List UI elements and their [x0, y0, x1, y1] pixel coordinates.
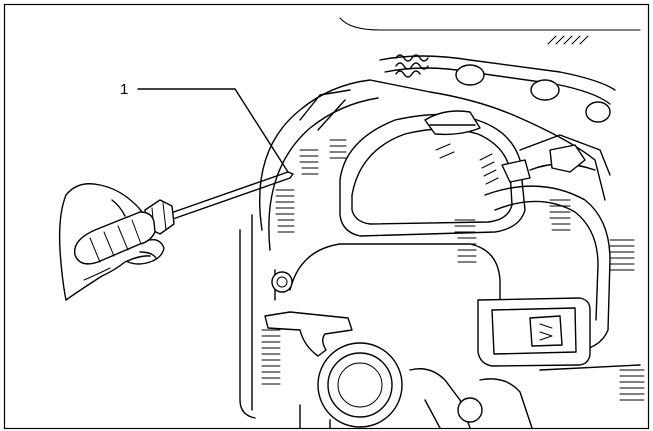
engine-housing [239, 17, 645, 429]
figure-border [3, 3, 650, 430]
hand [58, 183, 165, 301]
callout-1: 1 [120, 81, 289, 173]
screwdriver [73, 171, 294, 265]
leader-line [137, 88, 289, 173]
callout-label: 1 [120, 81, 128, 98]
